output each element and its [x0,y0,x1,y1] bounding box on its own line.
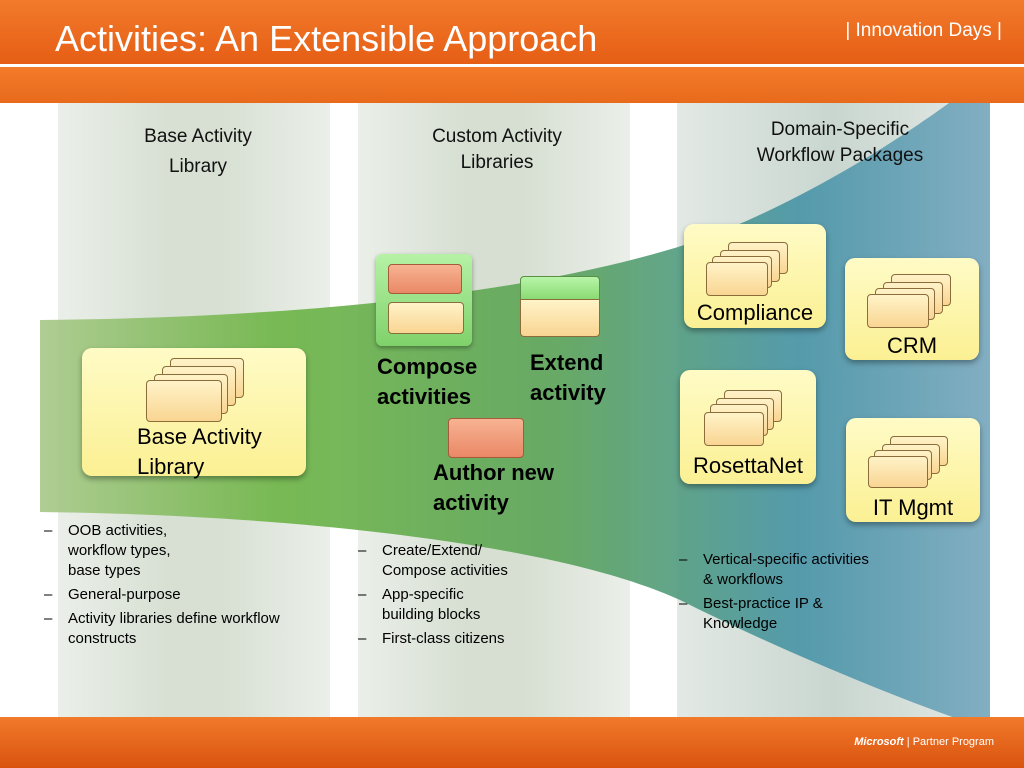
author-new-activity-icon [448,418,524,458]
list-item: App-specific building blocks [356,585,556,625]
list-item: OOB activities, workflow types, base typ… [42,521,322,581]
base-activity-library-label: Base Activity Library [137,424,262,479]
list-item: Best-practice IP & Knowledge [677,594,897,634]
domain-packages-bullets: Vertical-specific activities & workflows… [677,550,897,638]
domain-packages-heading: Domain-Specific Workflow Packages [756,119,924,166]
custom-libraries-bullets: Create/Extend/ Compose activities App-sp… [356,541,556,653]
package-label-crm: CRM [886,333,938,358]
extend-activity-label: Extend activity [530,350,606,405]
slide-header [0,0,1024,66]
compose-activities-icon [376,254,472,346]
innovation-days-logo: | Innovation Days | [845,20,1002,41]
header-divider [0,64,1024,67]
compose-activities-label: Compose activities [377,354,478,409]
package-card-compliance [684,224,826,328]
header-subband [0,67,1024,103]
microsoft-partner-program-logo: Microsoft | Partner Program [854,736,994,748]
base-activity-library-card [82,348,306,476]
list-item: Create/Extend/ Compose activities [356,541,556,581]
package-card-crm [845,258,979,360]
list-item: General-purpose [42,585,322,605]
slide-title: Activities: An Extensible Approach [55,18,598,59]
package-label-rosettanet: RosettaNet [692,453,804,478]
list-item: Activity libraries define workflow const… [42,609,322,649]
package-card-it-mgmt [846,418,980,522]
custom-libraries-heading: Custom Activity Libraries [432,126,562,173]
author-new-activity-label: Author new activity [433,460,554,515]
package-label-it-mgmt: IT Mgmt [872,495,954,520]
list-item: First-class citizens [356,629,556,649]
package-label-compliance: Compliance [696,300,814,325]
list-item: Vertical-specific activities & workflows [677,550,897,590]
slide-footer [0,717,1024,768]
base-library-bullets: OOB activities, workflow types, base typ… [42,521,322,653]
base-library-heading: Base Activity Library [144,126,252,177]
package-card-rosettanet [680,370,816,484]
